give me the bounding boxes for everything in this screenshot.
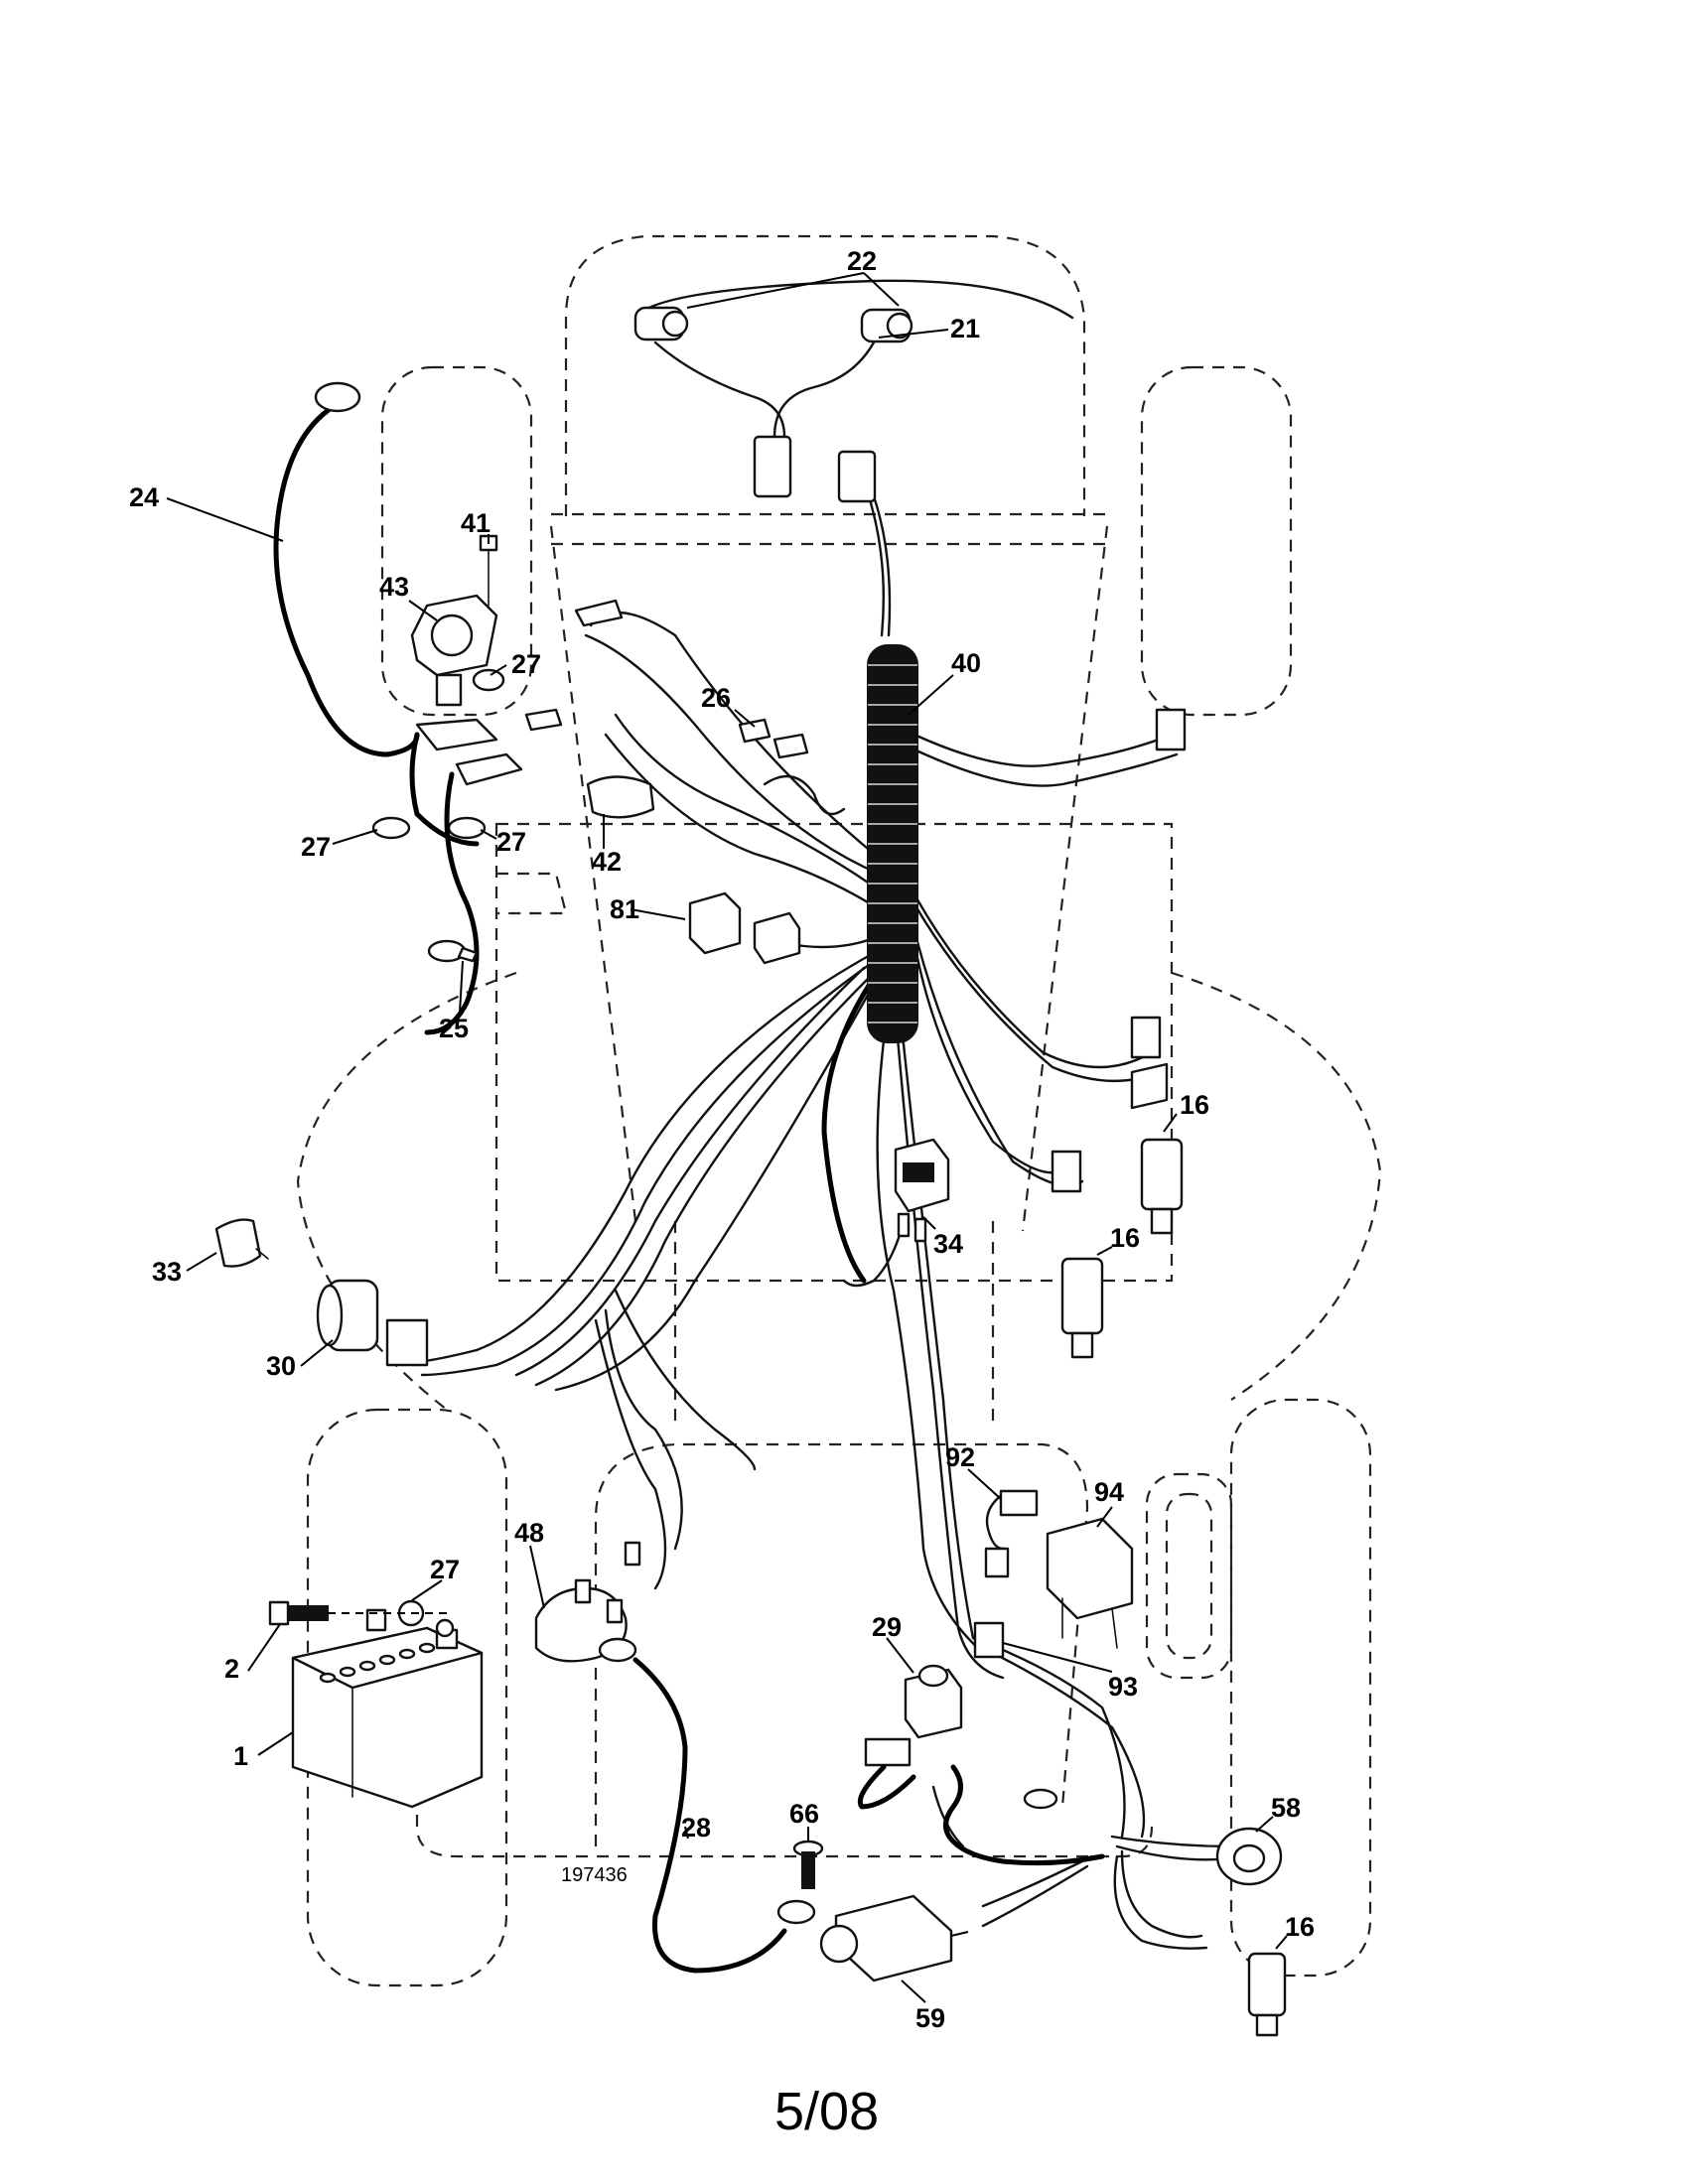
callout-27-battery: 27 <box>430 1555 460 1584</box>
coil-cord <box>943 1764 1105 1866</box>
callout-34: 34 <box>933 1229 963 1259</box>
callout-33: 33 <box>152 1257 182 1287</box>
callout-1: 1 <box>233 1741 248 1771</box>
callout-16-middle: 16 <box>1110 1223 1140 1253</box>
callout-81: 81 <box>610 894 639 924</box>
ignition-switch <box>316 1279 429 1367</box>
leader-lines <box>166 272 1288 2003</box>
switch-connectors <box>1051 708 1187 1193</box>
callout-2: 2 <box>224 1654 239 1684</box>
callout-93: 93 <box>1108 1672 1138 1702</box>
plunger-switch-middle <box>1060 1257 1104 1359</box>
callout-28: 28 <box>681 1813 711 1843</box>
callout-21: 21 <box>950 314 980 343</box>
battery <box>291 1608 484 1809</box>
callout-27-right: 27 <box>496 827 526 857</box>
callout-41: 41 <box>461 508 491 538</box>
starter-solenoid <box>410 534 505 707</box>
callout-48: 48 <box>514 1518 544 1548</box>
callout-29: 29 <box>872 1612 902 1642</box>
callout-16-upper: 16 <box>1180 1090 1209 1120</box>
callout-92: 92 <box>945 1442 975 1472</box>
ground-cable <box>598 1637 816 1974</box>
ground-bolt <box>792 1840 824 1889</box>
headlight-bulbs <box>633 279 1074 503</box>
plunger-switch-upper <box>1130 1062 1184 1235</box>
callout-43: 43 <box>379 572 409 602</box>
nuts <box>371 816 487 1627</box>
callout-40: 40 <box>951 648 981 678</box>
plunger-switch-lower <box>1247 1952 1287 2037</box>
callout-22: 22 <box>847 246 877 276</box>
solenoid-cables <box>409 708 563 1035</box>
main-harness-wires <box>415 494 1273 1950</box>
pto-switch <box>857 1664 965 1848</box>
fuse <box>738 718 809 759</box>
callout-26: 26 <box>701 683 731 713</box>
callout-58: 58 <box>1271 1793 1301 1823</box>
control-module <box>819 1894 969 1982</box>
callout-labels: 1 2 16 16 16 21 22 24 25 26 27 27 27 27 … <box>129 246 1315 2141</box>
date-code: 5/08 <box>774 2082 879 2141</box>
callout-25: 25 <box>439 1014 469 1043</box>
callout-27-left: 27 <box>301 832 331 862</box>
tractor-outline <box>296 234 1382 1987</box>
connector-93 <box>973 1621 1005 1659</box>
ground-terminal <box>427 939 479 963</box>
relay <box>688 891 801 965</box>
harness-loom-coil <box>867 644 918 1043</box>
battery-cable <box>273 381 420 757</box>
callout-42: 42 <box>592 847 622 877</box>
drawing-number: 197436 <box>561 1864 628 1886</box>
callout-30: 30 <box>266 1351 296 1381</box>
connector-92 <box>984 1489 1039 1578</box>
callout-59: 59 <box>915 2003 945 2033</box>
reverse-switch-94 <box>1046 1517 1134 1649</box>
alarm-buzzer <box>1215 1827 1283 1886</box>
callout-94: 94 <box>1094 1477 1124 1507</box>
battery-bolt <box>268 1600 447 1626</box>
ignition-key <box>214 1218 269 1268</box>
callout-16-lower: 16 <box>1285 1912 1315 1942</box>
callout-66: 66 <box>789 1799 819 1829</box>
callout-27-upper: 27 <box>511 649 541 679</box>
terminal-boot <box>574 599 655 819</box>
light-switch <box>894 1138 950 1243</box>
callout-24: 24 <box>129 482 159 512</box>
